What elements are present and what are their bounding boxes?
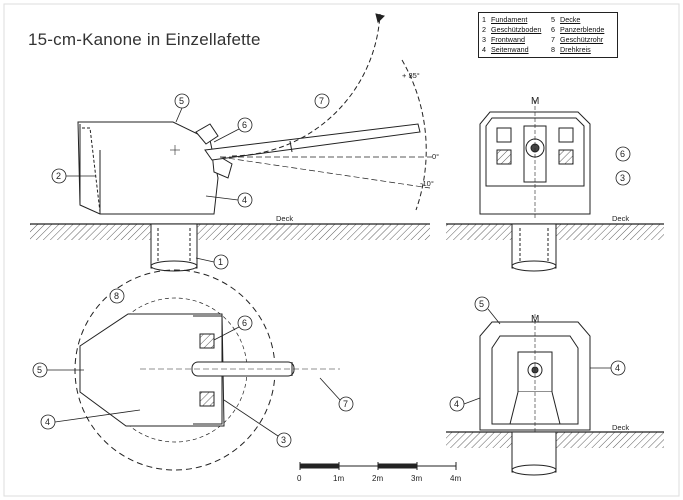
callout-top-7: 7 bbox=[343, 399, 348, 409]
scale-label-4: 4m bbox=[450, 474, 461, 483]
diagram-title: 15-cm-Kanone in Einzellafette bbox=[28, 30, 261, 49]
callout-top-8: 8 bbox=[114, 291, 119, 301]
scale-label-3: 3m bbox=[411, 474, 422, 483]
callouts: 5 6 2 4 1 7 6 3 8 6 5 4 3 7 5 4 4 bbox=[32, 93, 631, 448]
elevation-arc bbox=[231, 13, 381, 157]
callout-rear-4b: 4 bbox=[454, 399, 459, 409]
deck-label-rear: Deck bbox=[612, 423, 629, 432]
scale-label-2: 2m bbox=[372, 474, 383, 483]
callout-side-4: 4 bbox=[242, 195, 247, 205]
callout-front-6: 6 bbox=[620, 149, 625, 159]
callout-top-4: 4 bbox=[45, 417, 50, 427]
side-view bbox=[30, 13, 432, 272]
callout-rear-4a: 4 bbox=[615, 363, 620, 373]
gun-barrel-side bbox=[204, 123, 421, 161]
callout-side-2: 2 bbox=[56, 171, 61, 181]
callout-top-5: 5 bbox=[37, 365, 42, 375]
deck-label-side: Deck bbox=[276, 214, 293, 223]
turret-body-side bbox=[77, 121, 219, 215]
callout-front-3: 3 bbox=[620, 173, 625, 183]
elevation-min-label: -10° bbox=[420, 179, 434, 188]
center-mark-rear: M bbox=[531, 314, 539, 325]
callout-top-6: 6 bbox=[242, 318, 247, 328]
deck-label-front: Deck bbox=[612, 214, 629, 223]
scale-label-0: 0 bbox=[297, 474, 302, 483]
center-mark-front: M bbox=[531, 96, 539, 107]
turret-top bbox=[79, 313, 225, 427]
sheet-border bbox=[3, 3, 680, 497]
callout-side-5: 5 bbox=[179, 96, 184, 106]
deck-hatch-left bbox=[30, 224, 430, 240]
elevation-zero-label: 0° bbox=[432, 152, 439, 161]
scale-labels: 0 1m 2m 3m 4m bbox=[297, 474, 461, 483]
rear-view bbox=[446, 314, 664, 476]
scale-label-1: 1m bbox=[333, 474, 344, 483]
armor-shield-side bbox=[195, 123, 219, 145]
callout-side-1: 1 bbox=[218, 257, 223, 267]
scale-bar bbox=[299, 462, 457, 470]
front-view bbox=[446, 100, 664, 272]
callout-top-3: 3 bbox=[281, 435, 286, 445]
callout-rear-5: 5 bbox=[479, 299, 484, 309]
elevation-max-label: + 35° bbox=[402, 71, 420, 80]
top-view bbox=[74, 269, 340, 471]
callout-side-6: 6 bbox=[242, 120, 247, 130]
callout-side-7: 7 bbox=[319, 96, 324, 106]
